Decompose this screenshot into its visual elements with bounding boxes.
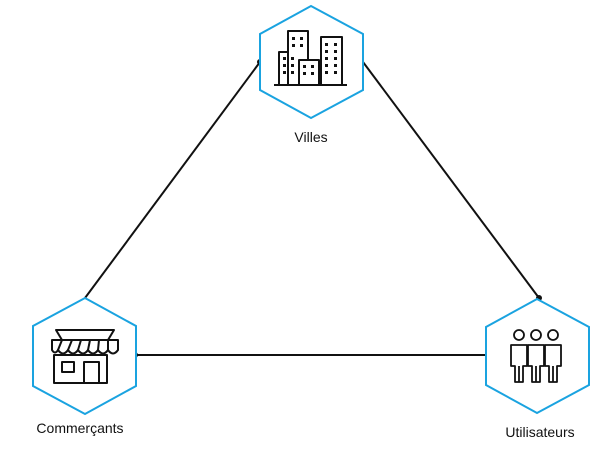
storefront-icon bbox=[51, 329, 119, 384]
edge-villes-utilisateurs bbox=[362, 61, 540, 299]
node-label-commercants: Commerçants bbox=[36, 420, 124, 436]
node-utilisateurs bbox=[485, 297, 590, 415]
node-villes bbox=[259, 4, 364, 120]
connectors bbox=[84, 61, 540, 356]
edge-commercants-villes bbox=[84, 61, 261, 299]
node-commercants bbox=[32, 296, 137, 416]
node-label-villes: Villes bbox=[294, 129, 328, 145]
node-label-utilisateurs: Utilisateurs bbox=[505, 424, 575, 440]
building-windows bbox=[283, 37, 337, 75]
users-group-icon bbox=[510, 329, 562, 383]
